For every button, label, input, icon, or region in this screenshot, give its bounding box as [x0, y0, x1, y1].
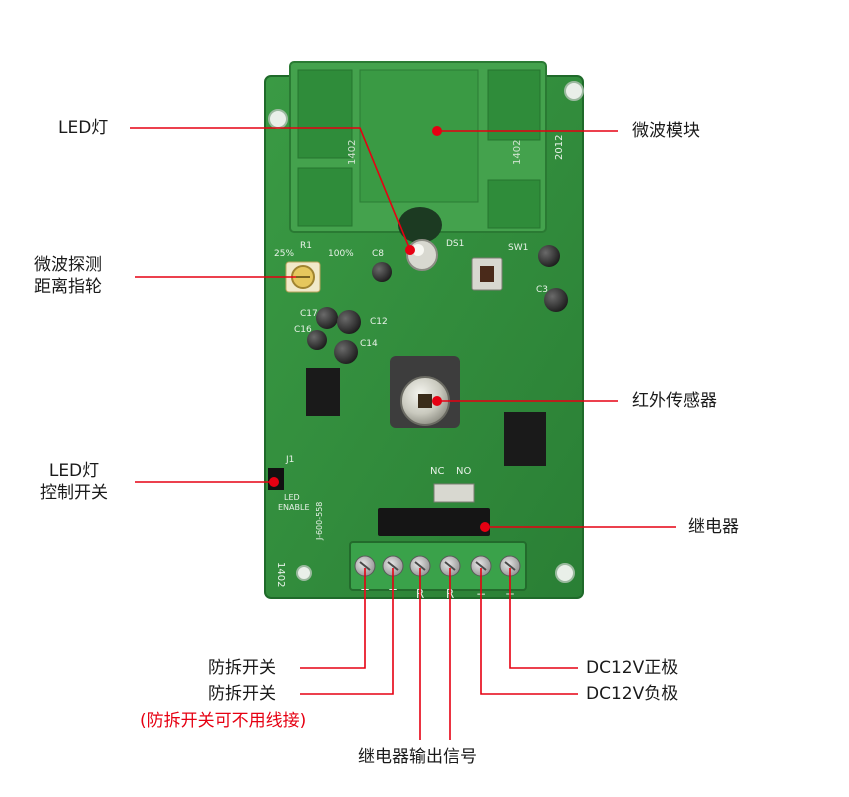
label-dc-negative: DC12V负极 [586, 684, 679, 704]
leader-led [130, 127, 411, 251]
silk-module-code-2: 1402 [512, 140, 523, 165]
screw-slot [414, 561, 426, 571]
silk-no: NO [456, 466, 471, 477]
led-component [405, 239, 438, 271]
screw-slot [475, 561, 487, 571]
silk-sw1: SW1 [508, 243, 528, 253]
label-microwave-range-line2: 距离指轮 [34, 277, 102, 297]
silk-c14: C14 [360, 339, 378, 349]
silk-25: 25% [274, 249, 294, 259]
silk-ds1: DS1 [446, 239, 464, 249]
label-tamper-note: (防拆开关可不用线接) [140, 711, 307, 731]
terminal-block [349, 541, 527, 591]
label-dc-positive: DC12V正极 [586, 658, 679, 678]
silk-j1: J1 [285, 455, 294, 465]
silk-led: LED [284, 493, 300, 502]
screw-slot [359, 561, 371, 571]
relay-component [378, 483, 490, 536]
silk-part-code: J-600-558 [315, 502, 324, 541]
label-led-switch-line1: LED灯 [48, 461, 100, 481]
mounting-holes [268, 81, 584, 583]
ic-chips [306, 368, 546, 466]
tactile-switch [471, 257, 503, 291]
silk-enable: ENABLE [278, 503, 310, 512]
potentiometer [285, 261, 321, 293]
led-jumper [268, 468, 284, 490]
silk-c16: C16 [294, 325, 312, 335]
silk-c3: C3 [536, 285, 548, 295]
leader-dc-pos [509, 568, 578, 669]
leader-tamper-2 [300, 568, 394, 695]
pir-sensor [390, 356, 460, 428]
screw-slot [504, 561, 516, 571]
label-tamper-switch-1: 防拆开关 [208, 658, 276, 678]
label-relay: 继电器 [688, 517, 739, 537]
label-infrared-sensor: 红外传感器 [632, 391, 717, 411]
screw-slot [444, 561, 456, 571]
board-silkscreen: 1402 1402 2012 R1 25% 100% C8 DS1 SW1 C1… [274, 135, 565, 588]
label-led-light: LED灯 [58, 118, 109, 138]
label-relay-output: 继电器输出信号 [358, 747, 477, 767]
silk-year: 2012 [554, 135, 565, 160]
leader-lines [130, 127, 676, 740]
capacitors [307, 245, 568, 364]
silk-c17: C17 [300, 309, 318, 319]
label-microwave-range-line1: 微波探测 [34, 255, 102, 275]
label-led-switch: LED灯 控制开关 [40, 460, 108, 504]
silk-100: 100% [328, 249, 354, 259]
label-led-switch-line2: 控制开关 [40, 483, 108, 503]
leader-dc-neg [480, 568, 578, 695]
silk-c8: C8 [372, 249, 384, 259]
label-microwave-module: 微波模块 [632, 121, 700, 141]
silk-module-code: 1402 [347, 140, 358, 165]
silk-side-code: 1402 [275, 562, 286, 587]
label-tamper-switch-2: 防拆开关 [208, 684, 276, 704]
screw-slot [387, 561, 399, 571]
label-microwave-range-knob: 微波探测 距离指轮 [34, 254, 102, 298]
silk-c12: C12 [370, 317, 388, 327]
microwave-module [289, 61, 547, 243]
leader-tamper-1 [300, 568, 366, 669]
silk-r1: R1 [300, 241, 312, 251]
silk-nc: NC [430, 466, 444, 477]
